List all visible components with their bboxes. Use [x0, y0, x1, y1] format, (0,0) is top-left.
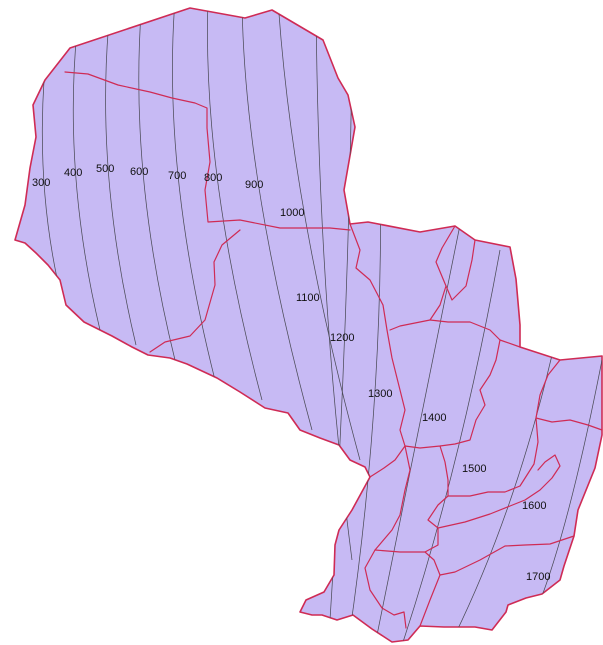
country-shape — [14, 7, 603, 643]
isoline-label-1600: 1600 — [522, 500, 546, 512]
boundary-south-5 — [424, 535, 575, 576]
isoline-label-1700: 1700 — [526, 571, 550, 583]
boundary-river-north — [349, 223, 406, 478]
isoline-400 — [72, 19, 101, 331]
isoline-label-700: 700 — [168, 170, 186, 182]
region-boundaries — [64, 71, 603, 629]
isoline-label-1500: 1500 — [462, 463, 486, 475]
boundary-east-5 — [447, 359, 561, 497]
boundary-chaco-south — [149, 229, 241, 353]
isoline-label-900: 900 — [245, 179, 263, 191]
isoline-1600 — [449, 319, 561, 642]
boundary-east-4 — [404, 339, 501, 449]
isoline-900 — [241, 8, 313, 431]
isoline-label-300: 300 — [32, 177, 50, 189]
boundary-south-3 — [437, 454, 561, 529]
isoline-700 — [172, 8, 216, 381]
isoline-label-800: 800 — [204, 172, 222, 184]
isoline-labels: 300 400 500 600 700 800 900 1000 1100 1200 1300 140… — [32, 163, 550, 583]
isoline-1300 — [347, 159, 381, 642]
isoline-label-400: 400 — [64, 167, 82, 179]
isoline-label-500: 500 — [96, 163, 114, 175]
boundary-east-1 — [435, 225, 476, 301]
boundary-east-6 — [535, 417, 603, 431]
boundary-north-west — [64, 71, 351, 231]
isoline-label-1000: 1000 — [280, 207, 304, 219]
isoline-1400 — [374, 224, 461, 642]
isoline-800 — [207, 8, 263, 401]
isoline-600 — [138, 8, 176, 361]
boundary-south-1 — [427, 445, 449, 529]
isoline-label-600: 600 — [130, 166, 148, 178]
boundary-south-2 — [364, 445, 411, 629]
isoline-500 — [105, 9, 137, 346]
boundary-south-6 — [419, 574, 441, 627]
isoline-1500 — [401, 249, 501, 642]
isoline-label-1100: 1100 — [296, 292, 320, 304]
isoline-label-1300: 1300 — [368, 388, 392, 400]
isoline-label-1200: 1200 — [330, 332, 354, 344]
boundary-east-3 — [429, 319, 521, 348]
isoline-layer — [41, 8, 602, 642]
isoline-label-1400: 1400 — [422, 412, 446, 424]
